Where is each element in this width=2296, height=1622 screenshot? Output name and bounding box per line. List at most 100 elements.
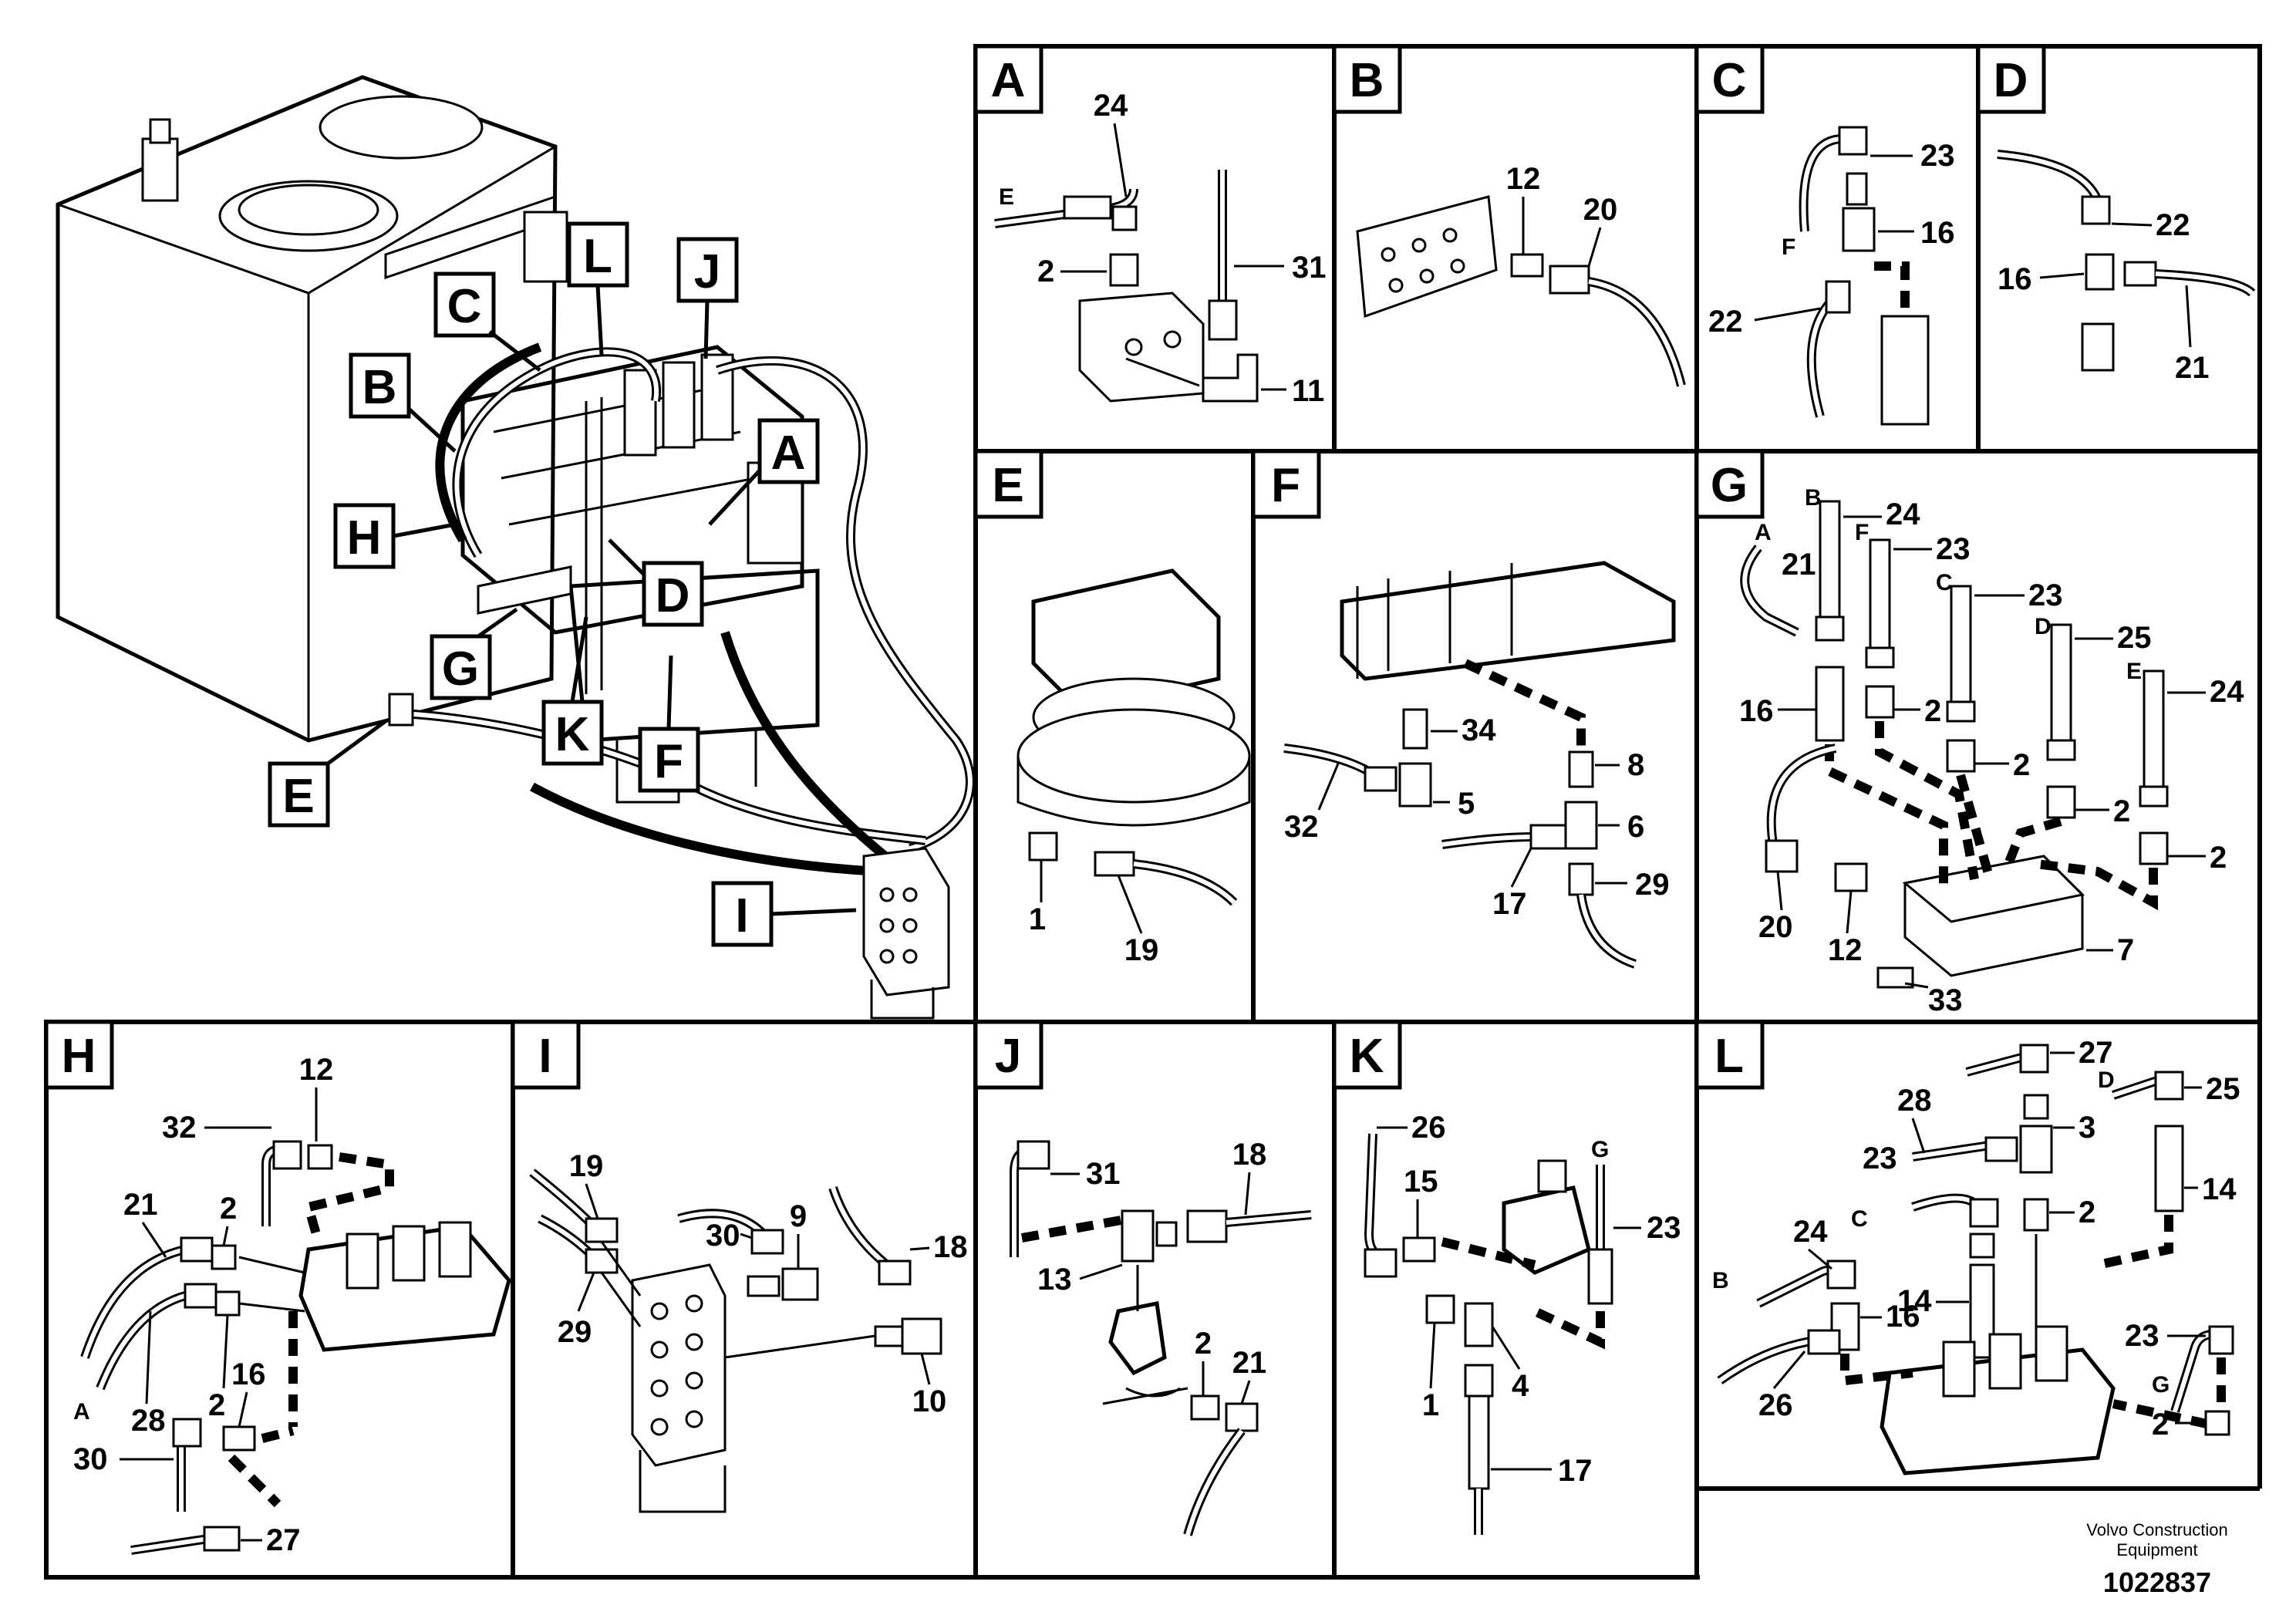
callout-a-2: 2 bbox=[1037, 255, 1054, 288]
callout-h-2a: 2 bbox=[220, 1192, 237, 1226]
callout-a-31: 31 bbox=[1292, 251, 1327, 285]
i-hose-end-30 bbox=[750, 1229, 784, 1255]
k-hose-17 bbox=[1468, 1394, 1490, 1490]
overview-tag-e[interactable]: E bbox=[268, 719, 387, 828]
callout-h-30: 30 bbox=[73, 1442, 108, 1476]
overview-tag-f[interactable]: F bbox=[638, 655, 700, 793]
panel-k[interactable]: K 26 15 G 23 1 4 17 bbox=[1332, 1020, 1681, 1535]
callout-l-28: 28 bbox=[1897, 1084, 1932, 1118]
panel-h[interactable]: H 12 32 21 2 A 28 2 16 30 bbox=[44, 1020, 511, 1557]
panel-j-label: J bbox=[995, 1030, 1021, 1083]
overview-tag-g[interactable]: G bbox=[430, 607, 518, 700]
panel-d[interactable]: D 22 16 21 bbox=[1976, 44, 2256, 385]
callout-g-2b: 2 bbox=[2013, 748, 2030, 782]
l-hose-end-26 bbox=[1807, 1329, 1841, 1355]
f-fitting-8 bbox=[1568, 750, 1594, 788]
callout-g-24a: 24 bbox=[1886, 497, 1920, 531]
g-fitting-12 bbox=[1834, 862, 1868, 892]
callout-l-24: 24 bbox=[1793, 1215, 1828, 1249]
hydraulic-tank bbox=[56, 75, 558, 743]
panel-e[interactable]: E 1 19 bbox=[973, 449, 1251, 967]
callout-k-4: 4 bbox=[1512, 1369, 1529, 1403]
overview-tag-k[interactable]: K bbox=[541, 616, 604, 766]
callout-j-2: 2 bbox=[1195, 1327, 1212, 1361]
panel-l-label: L bbox=[1714, 1030, 1744, 1083]
overview-illustration: C L J B A H D bbox=[56, 75, 975, 1020]
d-hose-end-21 bbox=[2123, 261, 2157, 287]
l-elbow-27 bbox=[2019, 1044, 2049, 1074]
panel-a-label: A bbox=[991, 54, 1026, 107]
callout-k-15: 15 bbox=[1404, 1165, 1438, 1199]
overview-tag-i[interactable]: I bbox=[711, 881, 857, 947]
j-tee-13 bbox=[1121, 1209, 1155, 1263]
panel-i[interactable]: I 19 30 9 18 29 10 bbox=[511, 1020, 968, 1513]
callout-g-f: F bbox=[1855, 520, 1869, 545]
panel-b[interactable]: B 12 20 bbox=[1332, 44, 1686, 387]
g-tee-16 bbox=[1815, 666, 1845, 742]
k-tee-4 bbox=[1464, 1302, 1494, 1347]
callout-h-32: 32 bbox=[162, 1111, 197, 1145]
hose-overview-5 bbox=[720, 631, 898, 868]
overview-tag-b[interactable]: B bbox=[349, 352, 457, 453]
callout-g-23b: 23 bbox=[2028, 578, 2063, 612]
g-elbow-20 bbox=[1765, 839, 1799, 873]
g-adapter-2b bbox=[1946, 739, 1976, 773]
j-adapter-2 bbox=[1190, 1394, 1220, 1421]
panel-c[interactable]: C 23 F 16 22 bbox=[1694, 44, 1955, 426]
l-adapter bbox=[2023, 1094, 2049, 1120]
callout-h-27: 27 bbox=[266, 1523, 301, 1557]
tank-cover-inner bbox=[238, 184, 379, 236]
callout-g-2c: 2 bbox=[2113, 794, 2130, 828]
overview-tag-c[interactable]: C bbox=[433, 271, 541, 372]
callout-g-b: B bbox=[1805, 485, 1822, 511]
overview-tag-j[interactable]: J bbox=[676, 237, 739, 359]
callout-f-5: 5 bbox=[1458, 787, 1475, 821]
callout-g-33: 33 bbox=[1928, 983, 1963, 1017]
callout-i-30: 30 bbox=[706, 1219, 740, 1253]
footer-brand-line1: Volvo Construction bbox=[2086, 1520, 2228, 1539]
h-elbow-32 bbox=[272, 1140, 302, 1170]
panel-e-label: E bbox=[992, 459, 1023, 512]
e-elbow-1 bbox=[1028, 831, 1058, 862]
overview-tag-a[interactable]: A bbox=[708, 418, 820, 526]
callout-f-6: 6 bbox=[1627, 810, 1644, 844]
panel-j[interactable]: J 31 18 13 2 21 bbox=[973, 1020, 1312, 1536]
callout-a-24: 24 bbox=[1094, 89, 1128, 123]
overview-tag-d[interactable]: D bbox=[608, 538, 704, 627]
i-elbow-10 bbox=[901, 1317, 942, 1355]
hose-overview-6 bbox=[530, 782, 880, 876]
callout-g-16: 16 bbox=[1739, 694, 1774, 728]
callout-l-d: D bbox=[2098, 1067, 2115, 1093]
g-adapter-2a bbox=[1865, 685, 1895, 719]
h-adapter-2a bbox=[211, 1244, 237, 1270]
k-adapter bbox=[1464, 1364, 1494, 1398]
h-adapter-2b bbox=[214, 1290, 241, 1317]
panel-a[interactable]: A 24 E 2 31 11 bbox=[973, 44, 1327, 408]
callout-g-e: E bbox=[2126, 659, 2142, 684]
svg-text:A: A bbox=[771, 427, 806, 480]
callout-h-2b: 2 bbox=[208, 1388, 225, 1422]
j-elbow-21 bbox=[1225, 1402, 1259, 1432]
callout-g-23a: 23 bbox=[1936, 532, 1971, 566]
callout-a-e: E bbox=[999, 184, 1014, 210]
tank-cover-top bbox=[319, 95, 484, 160]
callout-l-26: 26 bbox=[1758, 1388, 1793, 1422]
b-hose-end-20 bbox=[1549, 265, 1590, 295]
overview-tag-h[interactable]: H bbox=[333, 503, 456, 569]
l-hose-end-28 bbox=[1984, 1136, 2018, 1162]
manifold-i-bracket bbox=[870, 980, 935, 1020]
callout-h-21: 21 bbox=[123, 1188, 158, 1222]
overview-tag-l[interactable]: L bbox=[567, 221, 629, 356]
panel-l[interactable]: L 27 D 25 28 3 2 bbox=[1694, 1020, 2240, 1475]
j-elbow-31 bbox=[1017, 1140, 1050, 1170]
callout-c-23: 23 bbox=[1920, 139, 1955, 173]
panel-g-label: G bbox=[1711, 459, 1748, 512]
h-fitting-12 bbox=[307, 1144, 333, 1170]
l-elbow bbox=[1969, 1198, 1999, 1228]
panel-g[interactable]: G B 24 A 21 F 23 C 23 bbox=[1694, 449, 2244, 1017]
c-elbow-23 bbox=[1838, 126, 1868, 156]
panel-f[interactable]: F 34 8 32 5 6 17 29 bbox=[1251, 449, 1676, 969]
callout-h-12: 12 bbox=[299, 1053, 334, 1087]
callout-h-16: 16 bbox=[231, 1357, 266, 1391]
i-hose-end-19 bbox=[585, 1217, 619, 1243]
